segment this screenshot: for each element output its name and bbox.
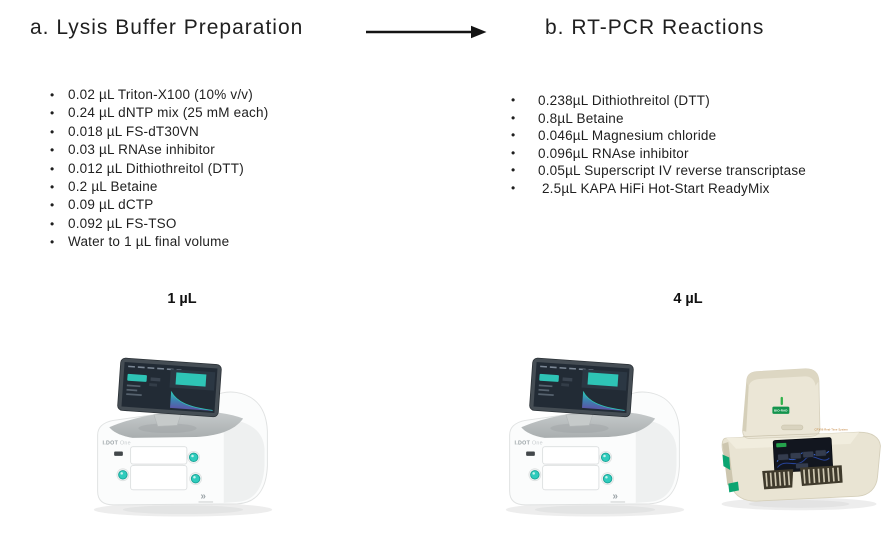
reagent-item: 0.05µL Superscript IV reverse transcript… xyxy=(509,162,806,180)
panel-b-title: b. RT-PCR Reactions xyxy=(545,16,765,39)
panel-b-idot-dispenser xyxy=(505,357,685,517)
reagent-item: 0.03 µL RNAse inhibitor xyxy=(48,141,268,160)
reagent-item: 0.09 µL dCTP xyxy=(48,196,268,215)
reagent-item: Water to 1 µL final volume xyxy=(48,233,268,252)
reagent-item: 0.2 µL Betaine xyxy=(48,178,268,197)
cfx96-model-label: CFX96 Real-Time System xyxy=(815,427,849,431)
front-vent-left xyxy=(762,469,794,490)
flow-arrow-icon xyxy=(366,25,487,39)
panel-a-reagent-list: 0.02 µL Triton-X100 (10% v/v) 0.24 µL dN… xyxy=(48,86,268,252)
panel-b-volume-label: 4 µL xyxy=(673,291,703,307)
panel-b-biorad-thermocycler: BIO-RAD CFX96 Real-Time System xyxy=(721,368,881,511)
reagent-item: 0.012 µL Dithiothreitol (DTT) xyxy=(48,160,268,179)
panel-a-title: a. Lysis Buffer Preparation xyxy=(30,16,304,39)
status-led xyxy=(780,396,783,406)
panel-a-volume-label: 1 µL xyxy=(167,291,197,307)
front-vent-right xyxy=(800,465,843,487)
lid-handle xyxy=(781,424,804,431)
green-accent xyxy=(722,454,731,471)
panel-a-idot-dispenser xyxy=(93,357,273,517)
screen-green-button xyxy=(776,442,787,448)
panel-b-reagent-list: 0.238µL Dithiothreitol (DTT) 0.8µL Betai… xyxy=(509,92,806,198)
thermocycler-screen xyxy=(772,437,834,473)
biorad-logo-badge: BIO-RAD xyxy=(772,406,790,414)
green-accent xyxy=(728,481,739,493)
biorad-brand-text: BIO-RAD xyxy=(774,409,788,413)
reagent-item: 0.8µL Betaine xyxy=(509,110,806,128)
reagent-item: 0.046µL Magnesium chloride xyxy=(509,127,806,145)
reagent-item: 0.096µL RNAse inhibitor xyxy=(509,145,806,163)
reagent-item: 0.238µL Dithiothreitol (DTT) xyxy=(509,92,806,110)
reagent-item: 0.018 µL FS-dT30VN xyxy=(48,123,268,142)
reagent-item: 0.092 µL FS-TSO xyxy=(48,215,268,234)
reagent-item: 2.5µL KAPA HiFi Hot-Start ReadyMix xyxy=(509,180,806,198)
reagent-item: 0.24 µL dNTP mix (25 mM each) xyxy=(48,104,268,123)
reagent-item: 0.02 µL Triton-X100 (10% v/v) xyxy=(48,86,268,105)
